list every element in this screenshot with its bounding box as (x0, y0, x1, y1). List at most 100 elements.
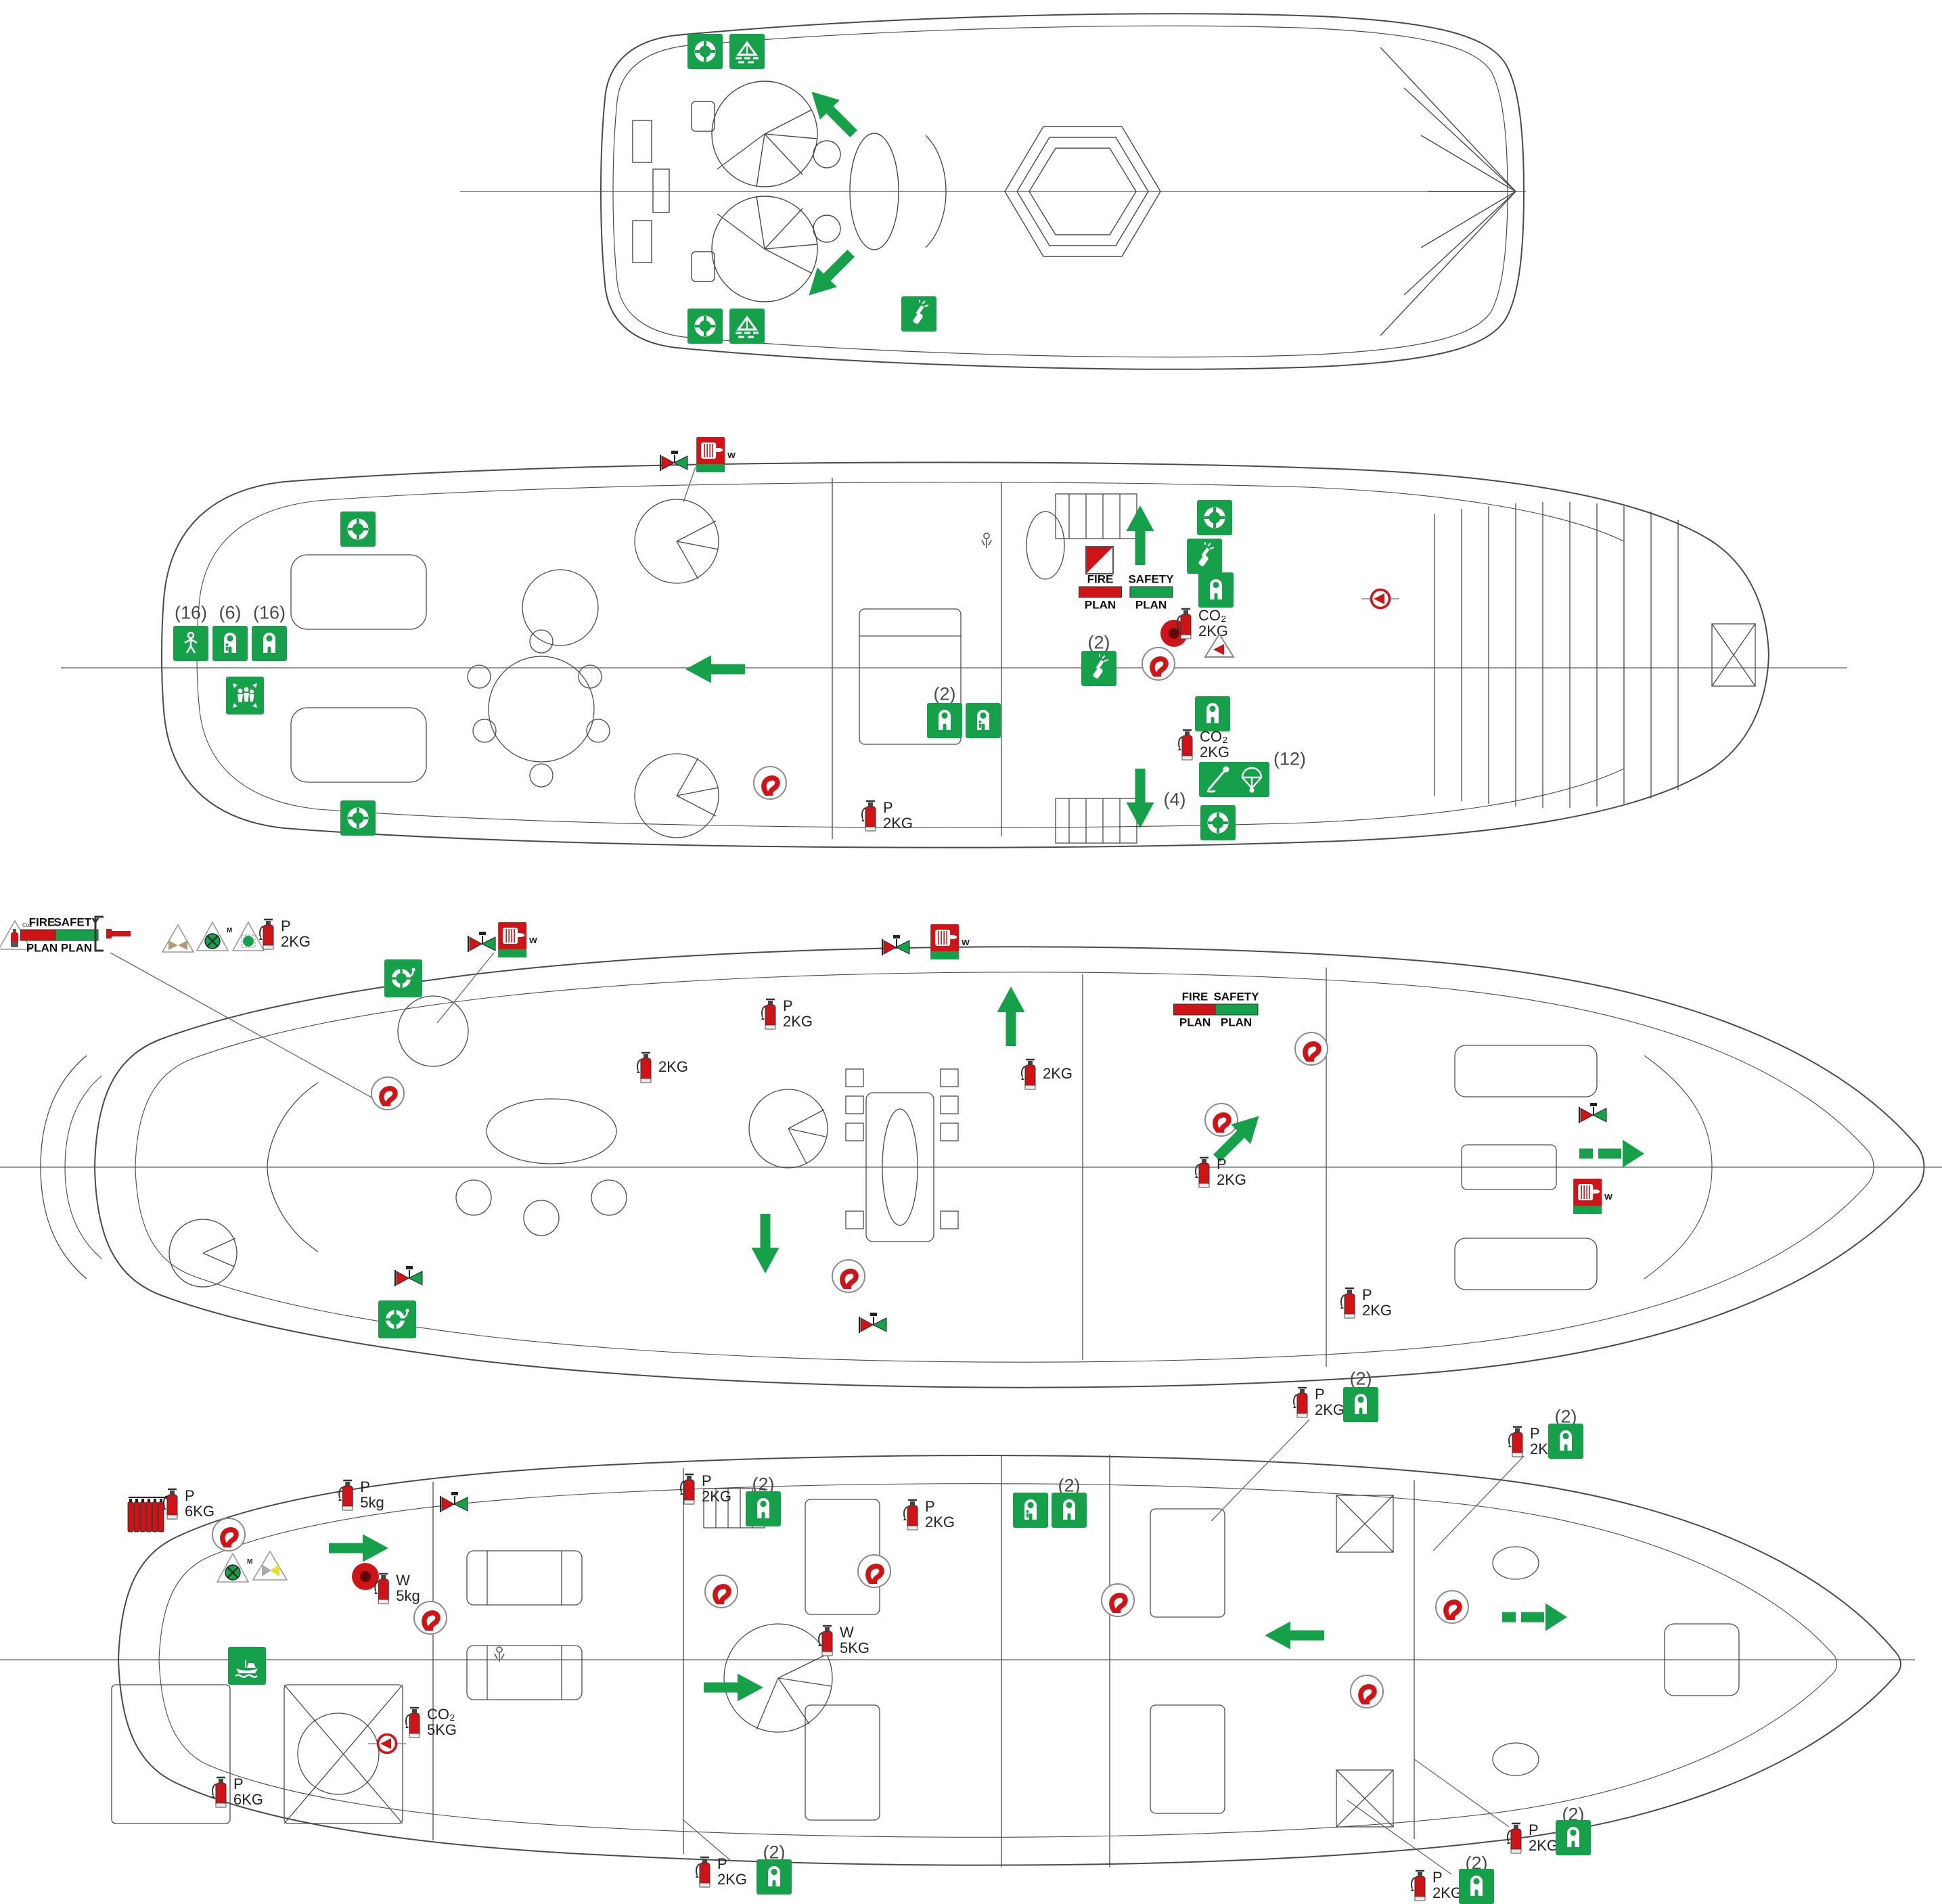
co2-battery-symbol (126, 1493, 169, 1535)
escape-arrow-icon (325, 1531, 390, 1566)
fireplan-flag-symbol (1085, 546, 1114, 574)
count-label-symbol: (2) (763, 1842, 786, 1863)
svg-text:M: M (227, 927, 232, 934)
hand-flare-symbol (901, 296, 936, 332)
lifejacket-symbol (757, 1859, 792, 1895)
fire-damper-symbol (368, 1731, 406, 1756)
lifejacket-symbol (1195, 696, 1230, 731)
lifejacket-symbol (1556, 1820, 1591, 1855)
lower-deck-outline (0, 952, 1915, 1875)
hose-reel-symbol: w (696, 437, 736, 472)
count-label-symbol: (16) (174, 602, 208, 623)
lifejacket-child-symbol (212, 626, 248, 661)
svg-text:Co2: Co2 (22, 922, 32, 928)
sprinkler-symbol (489, 1644, 510, 1664)
extinguisher-symbol: 2KG (635, 1049, 688, 1085)
vent-triangle-m-symbol: M (215, 1551, 253, 1585)
extinguisher-symbol: 2KG (1020, 1056, 1072, 1092)
escape-arrow-icon (978, 987, 1043, 1046)
fire-hose-symbol (371, 1076, 405, 1110)
escape-arrow-icon (733, 1214, 798, 1273)
count-label-symbol: (2) (1349, 1368, 1372, 1389)
count-label-symbol: (16) (252, 602, 286, 623)
muster-station-symbol (226, 677, 264, 715)
fire-valve-symbol (394, 1265, 425, 1288)
fire-hose-symbol (832, 1259, 865, 1293)
sun-deck-outline (460, 13, 1526, 370)
immersion-suit-symbol (173, 626, 208, 661)
escape-arrow-icon (1108, 769, 1173, 828)
fire-damper-symbol (1361, 587, 1399, 611)
pyro-combo-symbol (1199, 762, 1269, 797)
damper-triangle-symbol (1203, 632, 1236, 659)
escape-arrow-icon (1263, 1618, 1328, 1654)
lifejacket-child-symbol (1013, 1493, 1048, 1528)
lifebuoy-symbol (1200, 805, 1236, 840)
escape-arrow-icon (801, 91, 866, 138)
fire-hose-symbol (704, 1574, 738, 1608)
lifejacket-symbol (927, 703, 962, 738)
escape-arrow-icon (700, 1670, 765, 1706)
escape-arrow-icon (1579, 1136, 1644, 1172)
main-deck-outline (0, 946, 1942, 1388)
valve-triangle-symbol (160, 923, 196, 954)
fire-valve-symbol (881, 934, 912, 957)
lifebuoy-symbol (340, 512, 376, 547)
hose-reel-symbol: w (498, 922, 537, 957)
lifebuoy-symbol (687, 309, 723, 344)
escape-arrow-icon (1108, 505, 1173, 565)
count-label-symbol: (2) (752, 1474, 775, 1495)
fire-hose-symbol (1204, 1103, 1238, 1137)
count-label-symbol: (2) (1554, 1406, 1577, 1427)
fire-hose-symbol (413, 1601, 447, 1635)
count-label-symbol: (4) (1163, 789, 1186, 810)
lifebuoy-symbol (1197, 500, 1232, 535)
fire-hose-symbol (1350, 1675, 1384, 1708)
lifebuoy-line-symbol (378, 1300, 416, 1338)
lifejacket-symbol (1343, 1387, 1378, 1422)
lifebuoy-symbol (340, 800, 376, 836)
count-label-symbol: (12) (1273, 748, 1307, 769)
fire-hose-symbol (1435, 1590, 1469, 1624)
lifejacket-symbol (1198, 572, 1234, 608)
lifejacket-symbol (1459, 1869, 1494, 1904)
count-label-symbol: (2) (1087, 632, 1110, 653)
escape-arrow-icon (1204, 1116, 1269, 1162)
vent-triangle-m-symbol: M (195, 920, 233, 954)
fire-valve-symbol (858, 1311, 889, 1334)
lifebuoy-symbol (687, 34, 723, 69)
lifejacket-symbol (746, 1491, 781, 1526)
sprinkler-symbol (976, 530, 997, 551)
escape-arrow-icon (684, 652, 749, 687)
fire-valve-symbol (467, 930, 498, 953)
count-label-symbol: (6) (219, 602, 242, 623)
lifejacket-child-symbol (966, 703, 1001, 738)
lifejacket-symbol (1548, 1424, 1583, 1459)
hand-flare-symbol (1081, 651, 1116, 686)
hose-reel-symbol: w (1573, 1179, 1612, 1214)
lifebuoy-line-symbol (384, 959, 422, 997)
vent-triangle-y-symbol (251, 1549, 289, 1583)
fire-hose-symbol (857, 1554, 891, 1588)
liferaft-symbol (729, 34, 765, 69)
